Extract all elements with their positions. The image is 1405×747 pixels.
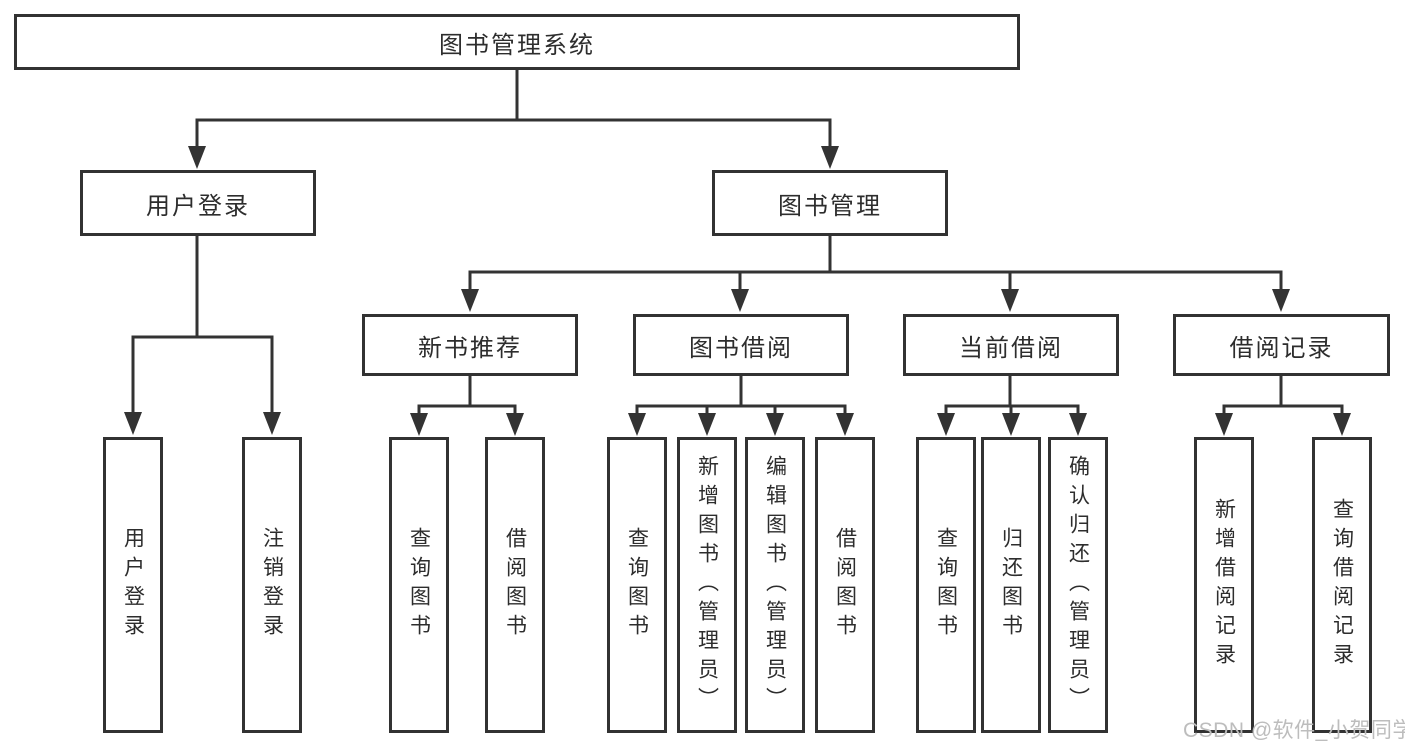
leaf-query-books-current-label: 查询图书 [934,527,958,643]
leaf-add-books-admin: 新增图书（管理员） [677,437,737,733]
leaf-borrow-books-recommend-label: 借阅图书 [503,527,527,643]
leaf-query-books-current: 查询图书 [916,437,976,733]
leaf-borrow-books-borrowing-label: 借阅图书 [833,527,857,643]
node-borrowing-records-label: 借阅记录 [1229,334,1334,362]
leaf-query-borrow-record: 查询借阅记录 [1312,437,1372,733]
leaf-add-books-admin-label: 新增图书（管理员） [695,454,719,716]
leaf-logout-label: 注销登录 [260,527,284,643]
leaf-query-books-recommend: 查询图书 [389,437,449,733]
node-library-system-label: 图书管理系统 [439,31,595,59]
node-current-borrowing-label: 当前借阅 [959,334,1063,362]
leaf-query-books-borrowing-label: 查询图书 [625,527,649,643]
leaf-edit-books-admin-label: 编辑图书（管理员） [763,454,787,716]
leaf-add-borrow-record: 新增借阅记录 [1194,437,1254,733]
node-book-borrowing-label: 图书借阅 [689,334,793,362]
node-book-borrowing: 图书借阅 [633,314,849,376]
node-current-borrowing: 当前借阅 [903,314,1119,376]
node-user-login: 用户登录 [80,170,316,236]
leaf-add-borrow-record-label: 新增借阅记录 [1212,498,1236,672]
leaf-return-books-label: 归还图书 [999,527,1023,643]
leaf-query-books-recommend-label: 查询图书 [407,527,431,643]
node-book-management: 图书管理 [712,170,948,236]
leaf-return-books: 归还图书 [981,437,1041,733]
leaf-query-borrow-record-label: 查询借阅记录 [1330,498,1354,672]
leaf-user-login-label: 用户登录 [121,527,145,643]
leaf-query-books-borrowing: 查询图书 [607,437,667,733]
node-user-login-label: 用户登录 [146,192,250,220]
watermark-text: CSDN @软件_小贺同学 [1183,719,1405,742]
node-borrowing-records: 借阅记录 [1173,314,1390,376]
node-new-book-recommend: 新书推荐 [362,314,578,376]
leaf-edit-books-admin: 编辑图书（管理员） [745,437,805,733]
leaf-confirm-return-admin: 确认归还（管理员） [1048,437,1108,733]
node-new-book-recommend-label: 新书推荐 [418,334,522,362]
node-book-management-label: 图书管理 [778,192,882,220]
leaf-user-login: 用户登录 [103,437,163,733]
leaf-borrow-books-recommend: 借阅图书 [485,437,545,733]
node-library-system: 图书管理系统 [14,14,1020,70]
leaf-borrow-books-borrowing: 借阅图书 [815,437,875,733]
leaf-confirm-return-admin-label: 确认归还（管理员） [1066,454,1090,716]
leaf-logout: 注销登录 [242,437,302,733]
